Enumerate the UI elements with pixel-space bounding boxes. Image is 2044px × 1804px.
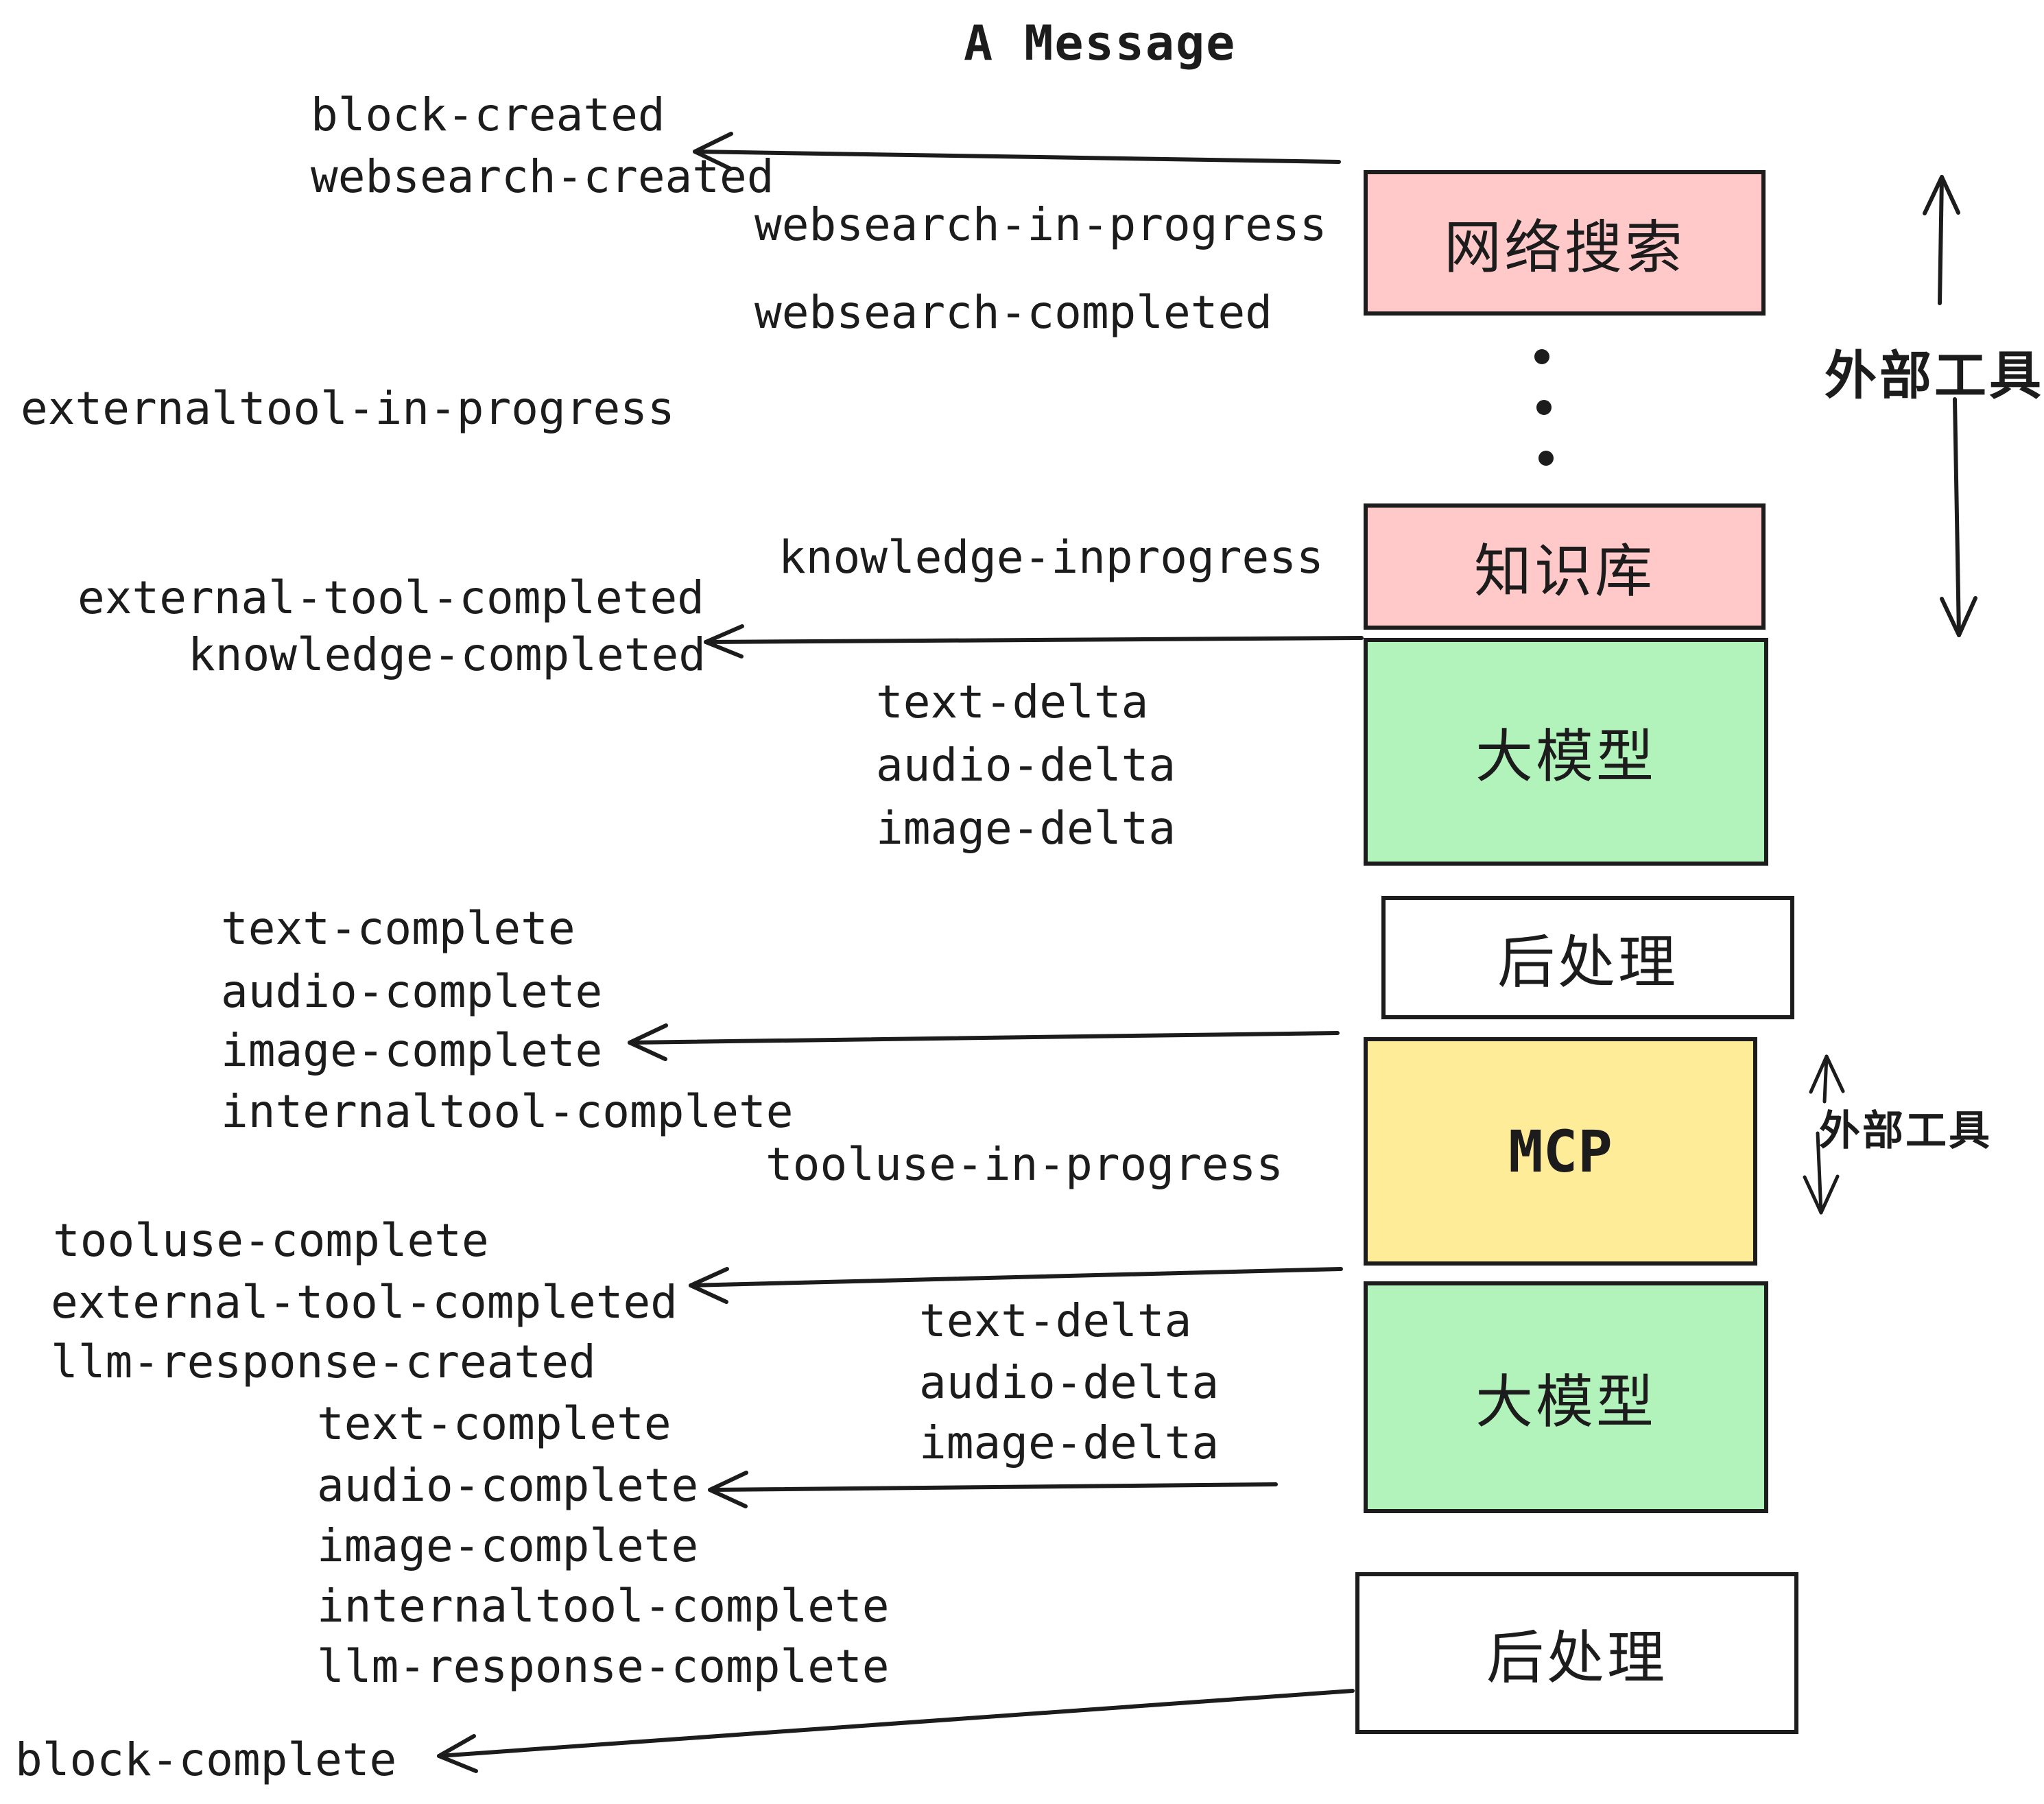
box-llm-2-label: 大模型 — [1475, 1369, 1656, 1434]
event-label-text-delta: text-delta — [876, 676, 1149, 728]
event-label-llm-response-created: llm-response-created — [51, 1336, 596, 1388]
box-knowledge-base-label: 知识库 — [1473, 538, 1655, 604]
arrow-down-icon — [1940, 397, 1977, 637]
arrow-left-icon — [693, 132, 1341, 171]
event-label-websearch-in-progress: websearch-in-progress — [754, 198, 1327, 251]
diagram-title: A Message — [964, 15, 1237, 71]
arrow-left-icon — [708, 1471, 1278, 1508]
event-label-tooluse-in-progress: tooluse-in-progress — [765, 1138, 1283, 1191]
event-label-audio-delta: audio-delta — [876, 739, 1176, 792]
event-label-websearch-completed: websearch-completed — [754, 286, 1272, 339]
event-label-tooluse-complete: tooluse-complete — [53, 1214, 489, 1267]
event-label-image-delta-2: image-delta — [919, 1416, 1220, 1469]
event-label-audio-complete-2: audio-complete — [317, 1459, 699, 1512]
box-web-search: 网络搜索 — [1364, 170, 1766, 316]
event-label-llm-response-complete: llm-response-complete — [317, 1640, 890, 1693]
event-label-audio-complete: audio-complete — [221, 965, 603, 1018]
arrow-up-icon — [1923, 175, 1960, 305]
event-label-audio-delta-2: audio-delta — [919, 1356, 1220, 1409]
side-label-external-tools-2: 外部工具 — [1819, 1108, 1992, 1154]
arrow-left-icon — [704, 624, 1364, 658]
event-label-internaltool-complete-2: internaltool-complete — [317, 1580, 890, 1633]
event-label-externaltool-in-progress: externaltool-in-progress — [21, 382, 675, 435]
event-label-external-tool-completed-2: external-tool-completed — [51, 1276, 678, 1329]
arrow-left-icon — [437, 1689, 1355, 1773]
box-mcp: MCP — [1364, 1037, 1757, 1266]
box-web-search-label: 网络搜索 — [1443, 215, 1685, 280]
event-label-internaltool-complete: internaltool-complete — [221, 1085, 794, 1138]
event-label-knowledge-inprogress: knowledge-inprogress — [779, 531, 1324, 584]
arrow-left-icon — [628, 1023, 1340, 1061]
event-label-text-complete: text-complete — [221, 902, 575, 955]
event-label-knowledge-completed: knowledge-completed — [188, 628, 706, 681]
box-postprocess-2: 后处理 — [1355, 1572, 1798, 1734]
event-label-external-tool-completed: external-tool-completed — [78, 571, 704, 624]
box-postprocess-2-label: 后处理 — [1486, 1625, 1667, 1690]
event-label-text-complete-2: text-complete — [317, 1397, 672, 1450]
side-label-external-tools-1: 外部工具 — [1825, 347, 2044, 405]
box-knowledge-base: 知识库 — [1364, 503, 1766, 630]
event-label-block-created: block-created — [311, 88, 665, 141]
box-llm-1: 大模型 — [1364, 638, 1768, 866]
box-mcp-label: MCP — [1508, 1117, 1613, 1185]
box-postprocess-1: 后处理 — [1381, 896, 1794, 1019]
event-label-image-complete-2: image-complete — [317, 1519, 699, 1572]
arrow-up-icon — [1809, 1054, 1845, 1104]
event-label-image-complete: image-complete — [221, 1024, 603, 1077]
box-llm-1-label: 大模型 — [1475, 724, 1656, 789]
ellipsis-dots-icon — [1534, 349, 1554, 466]
event-label-block-complete: block-complete — [15, 1733, 397, 1786]
event-label-image-delta: image-delta — [876, 802, 1176, 855]
box-llm-2: 大模型 — [1364, 1281, 1768, 1513]
event-label-text-delta-2: text-delta — [919, 1294, 1192, 1347]
box-postprocess-1-label: 后处理 — [1497, 929, 1678, 995]
event-label-websearch-created: websearch-created — [311, 150, 774, 203]
